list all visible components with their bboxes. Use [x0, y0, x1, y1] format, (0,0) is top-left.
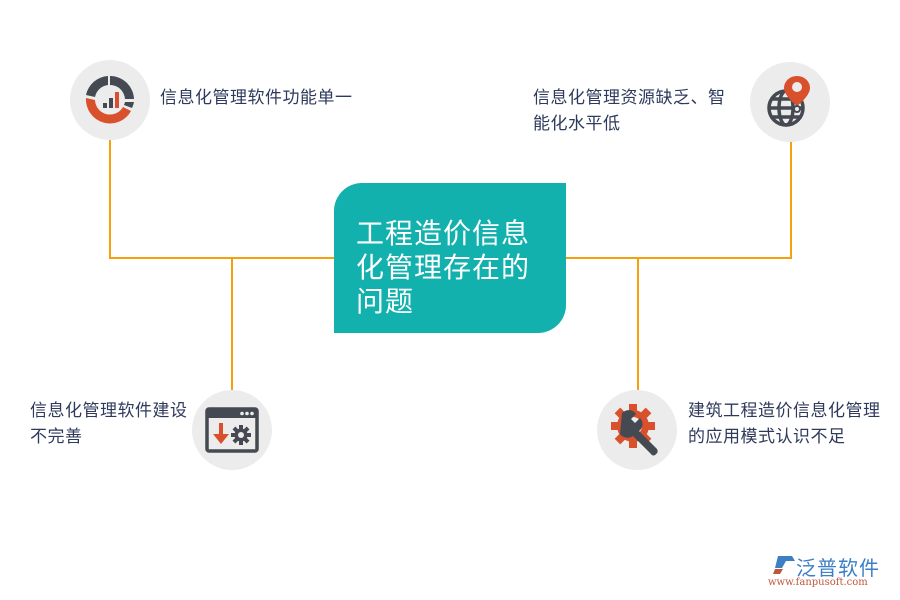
- brand-url: www.fanpusoft.com: [768, 577, 868, 588]
- node-bottom-right-icon-circle: [597, 390, 677, 470]
- globe-location-pin-icon: [767, 76, 810, 127]
- brand-name: 泛普软件: [796, 556, 880, 580]
- brand-watermark: 泛普软件 www.fanpusoft.com: [768, 552, 892, 592]
- node-top-right-label: 信息化管理资源缺乏、智能化水平低: [533, 88, 726, 134]
- central-topic-title: 工程造价信息化管理存在的问题: [356, 217, 531, 318]
- gear-wrench-icon: [611, 404, 658, 456]
- node-top-right-icon-circle: [750, 62, 830, 142]
- browser-download-settings-icon: [205, 407, 259, 453]
- connector-right-vertical: [790, 140, 792, 259]
- node-top-left-icon-circle: [70, 60, 150, 140]
- brand-logo-icon: [773, 556, 795, 574]
- connector-left-branch-down: [231, 258, 233, 390]
- connector-left-horizontal: [109, 257, 335, 259]
- central-topic: 工程造价信息化管理存在的问题: [334, 183, 566, 333]
- node-bottom-right-label: 建筑工程造价信息化管理的应用模式认识不足: [688, 401, 881, 447]
- node-top-left-label: 信息化管理软件功能单一: [160, 88, 353, 108]
- connector-right-branch-down: [637, 258, 639, 390]
- node-bottom-left-label: 信息化管理软件建设不完善: [30, 401, 188, 447]
- connector-left-vertical: [109, 140, 111, 259]
- connector-right-horizontal: [565, 257, 792, 259]
- donut-chart-icon: [85, 75, 134, 124]
- node-bottom-left-icon-circle: [192, 390, 272, 470]
